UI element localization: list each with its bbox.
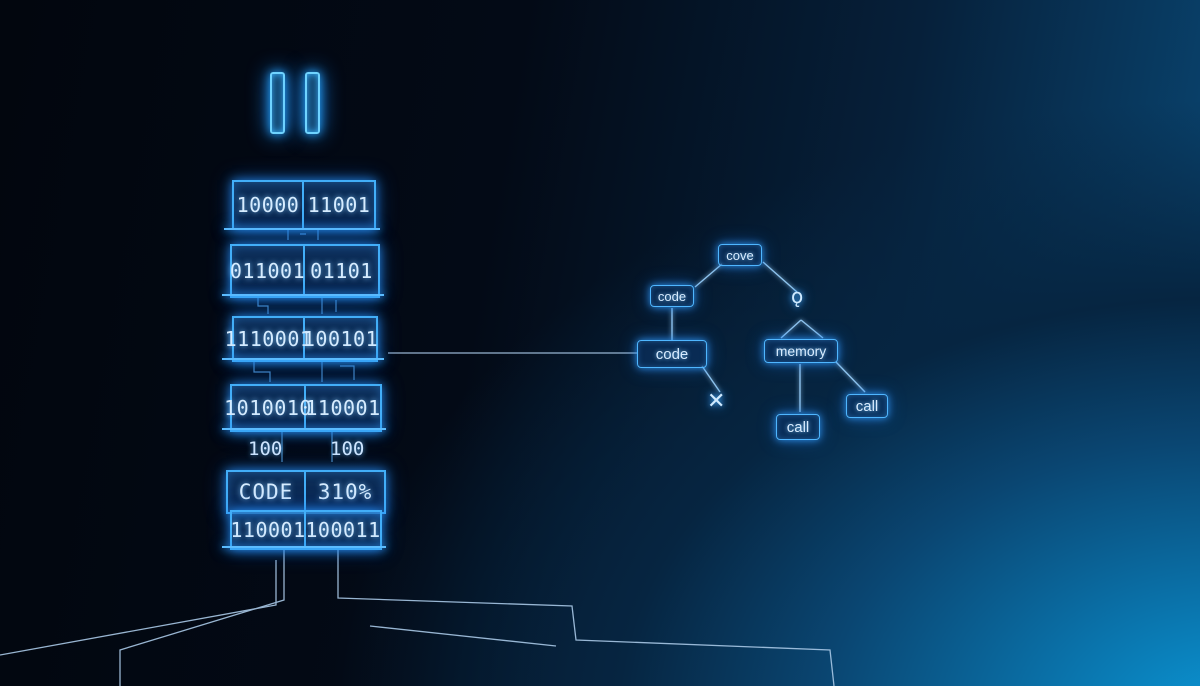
loose-binary-left: 100 [248, 438, 283, 460]
pause-bar-left [270, 72, 285, 134]
stack-block: 110001 100011 [230, 510, 382, 550]
stack-block: 1110001 100101 [225, 316, 379, 362]
tree-node-code-main[interactable]: code [637, 340, 707, 368]
search-icon[interactable]: ǫ [791, 284, 804, 308]
stack-block: 10000 11001 [232, 180, 376, 230]
tree-node-cove[interactable]: cove [718, 244, 762, 266]
stack-cell-right: 100011 [305, 518, 381, 542]
pause-bar-right [305, 72, 320, 134]
stack-cell-left: 10000 [234, 182, 304, 228]
close-icon[interactable]: ✕ [707, 389, 726, 414]
tree-node-code-top[interactable]: code [650, 285, 694, 307]
stack-cell-left: 1110001 [225, 318, 312, 360]
tree-node-memory[interactable]: memory [764, 339, 838, 363]
stack-shelf [222, 428, 386, 430]
tree-node-call-right[interactable]: call [846, 394, 888, 418]
stack-block: 011001 01101 [230, 244, 380, 298]
stack-block: 1010010 110001 [224, 384, 382, 432]
stack-cell-left: 1010010 [224, 386, 311, 430]
stack-cell-right: 01101 [310, 259, 373, 283]
stack-shelf [222, 358, 384, 360]
stack-block-code: CODE 310% [226, 470, 386, 514]
stack-shelf [222, 294, 384, 296]
stack-cell-right: 110001 [305, 396, 381, 420]
stack-shelf [222, 546, 386, 548]
stack-cell-right: 100101 [302, 327, 379, 351]
stack-cell-right: 11001 [307, 193, 371, 217]
loose-binary-right: 100 [330, 438, 365, 460]
stack-cell-percent: 310% [317, 480, 373, 504]
stack-shelf [224, 228, 380, 230]
tree-node-call-left[interactable]: call [776, 414, 820, 440]
stack-cell-code: CODE [228, 472, 306, 512]
stack-cell-left: 110001 [230, 512, 306, 548]
stack-cell-left: 011001 [230, 246, 305, 296]
